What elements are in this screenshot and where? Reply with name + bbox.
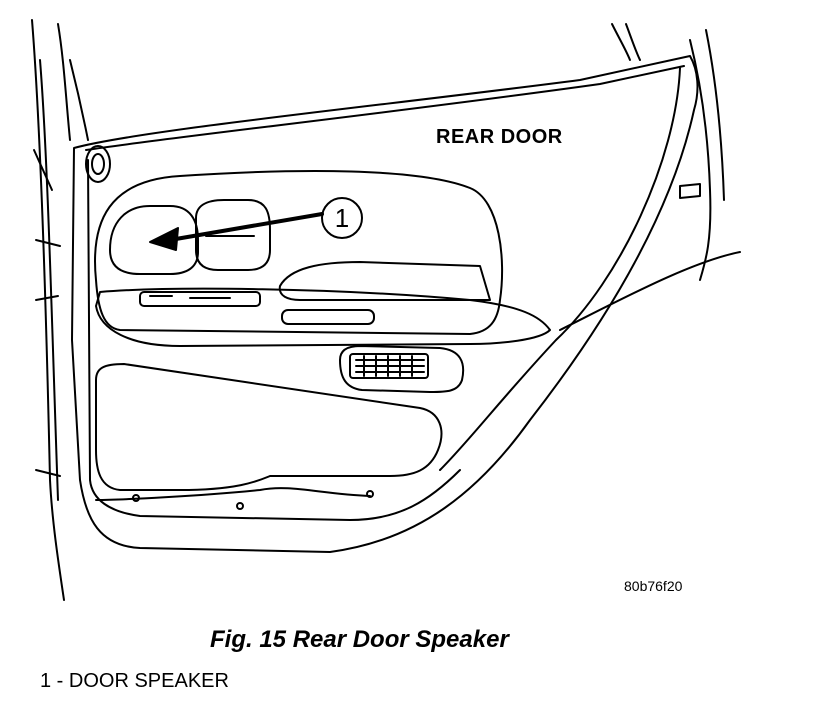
body-frame-right xyxy=(559,23,741,331)
rear-door-line-drawing xyxy=(31,19,741,601)
figure-caption: Fig. 15 Rear Door Speaker xyxy=(210,626,509,653)
body-frame-left xyxy=(31,19,89,601)
callout-arrow xyxy=(149,212,324,251)
door-outer-shell xyxy=(71,55,699,553)
map-pocket xyxy=(95,363,443,510)
callout-number: 1 xyxy=(334,203,350,233)
figure-code: 80b76f20 xyxy=(624,578,683,594)
speaker-grille xyxy=(339,345,465,393)
callout-circle xyxy=(321,197,363,239)
door-trim-upper-panel xyxy=(94,170,504,335)
legend-item: 1 - DOOR SPEAKER xyxy=(40,670,229,692)
door-lock-knob xyxy=(85,145,111,183)
diagram-label: REAR DOOR xyxy=(436,126,563,148)
window-switch-bezel xyxy=(95,287,551,347)
